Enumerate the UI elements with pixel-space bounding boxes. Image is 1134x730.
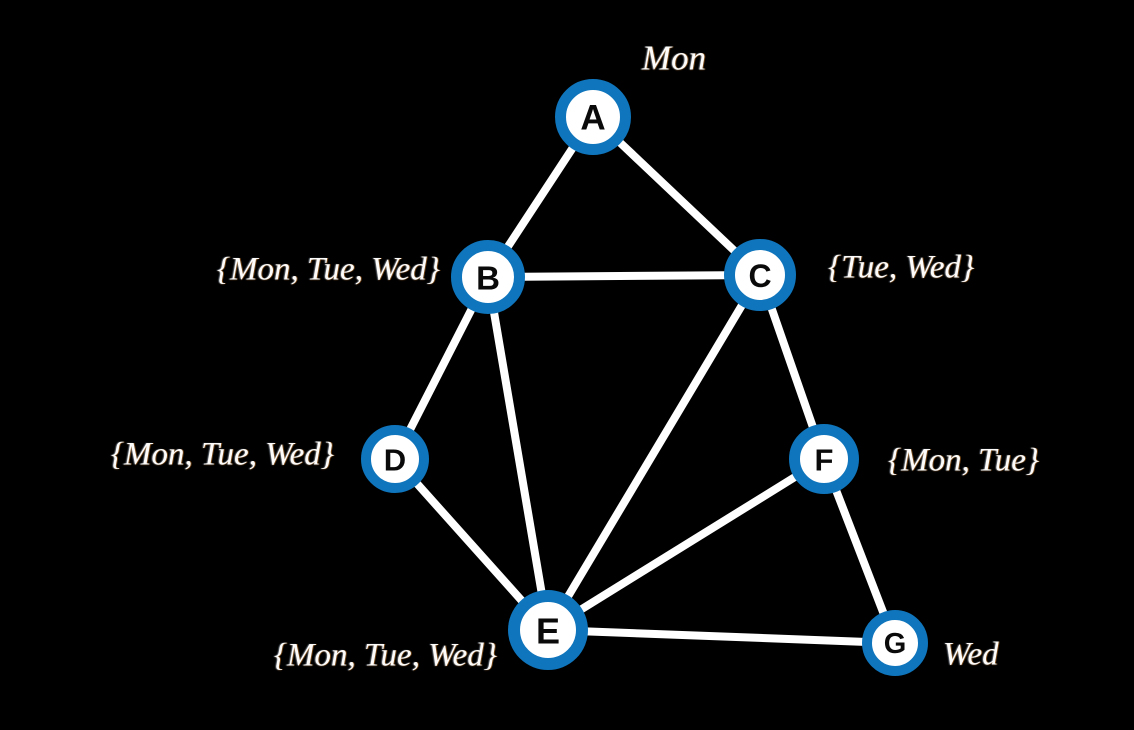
edge-e-g [585,627,865,646]
domain-label-e: {Mon, Tue, Wed} [273,637,497,674]
domain-label-c: {Tue, Wed} [828,249,975,286]
edge-c-f [767,305,817,430]
edge-a-c [616,138,739,255]
node-circle-g [862,610,928,676]
node-label-a: A [580,99,605,138]
node-label-g: G [884,628,907,660]
node-label-d: D [384,443,406,478]
node-a[interactable]: A [555,79,631,155]
edge-e-f [578,472,799,614]
edges-layer [405,138,888,646]
node-label-e: E [536,611,560,652]
node-c[interactable]: C [724,239,796,311]
node-b[interactable]: B [451,240,525,314]
node-circle-f [789,424,859,494]
edge-b-c [522,271,727,281]
domain-label-d: {Mon, Tue, Wed} [110,436,334,473]
domain-label-g: Wed [943,636,999,673]
edge-b-e [489,310,546,594]
edge-f-g [832,488,888,616]
node-circle-e [508,590,588,670]
domain-label-f: {Mon, Tue} [888,442,1040,479]
edge-b-d [405,306,476,433]
node-label-c: C [748,258,771,294]
node-d[interactable]: D [361,425,429,493]
node-circle-b [451,240,525,314]
edge-d-e [413,480,526,605]
domain-label-b: {Mon, Tue, Wed} [216,251,440,288]
node-f[interactable]: F [789,424,859,494]
node-label-f: F [815,443,834,478]
node-circle-d [361,425,429,493]
node-g[interactable]: G [862,610,928,676]
node-e[interactable]: E [508,590,588,670]
node-circle-a [555,79,631,155]
nodes-layer: A B C D E F G [361,79,928,676]
edge-c-e [564,302,747,600]
domain-label-a: Mon [641,38,707,78]
node-circle-c [724,239,796,311]
node-label-b: B [476,260,500,297]
edge-a-b [503,144,577,250]
